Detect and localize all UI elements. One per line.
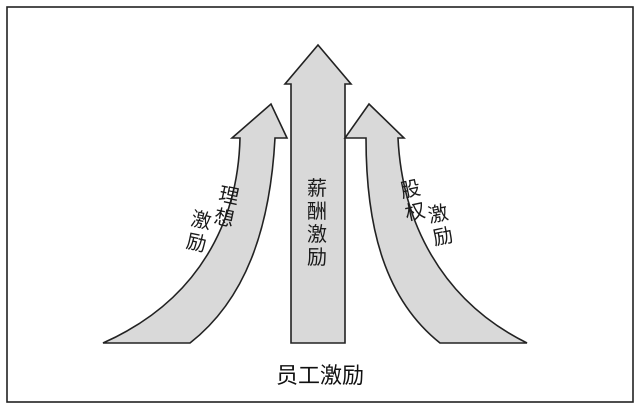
diagram-caption: 员工激励 (276, 364, 364, 389)
label-char: 激 (426, 200, 451, 228)
center-arrow (283, 43, 353, 344)
right-arrow-label-col1: 股权 (398, 175, 427, 225)
label-char: 激 (189, 206, 214, 234)
left-arrow-label-col1: 理想 (212, 181, 241, 231)
label-char: 薪 (307, 176, 327, 200)
right-arrow (343, 102, 528, 344)
left-arrow-label-col2: 激励 (184, 206, 213, 256)
center-arrow-label: 薪酬激励 (307, 176, 327, 269)
left-arrow-label-group: 理想 激励 (184, 181, 241, 256)
left-arrow (102, 102, 289, 344)
label-char: 理 (217, 181, 242, 209)
label-char: 励 (431, 223, 456, 251)
right-arrow-label-group: 股权 激励 (398, 175, 455, 250)
label-char: 股 (398, 175, 423, 203)
label-char: 酬 (307, 199, 327, 223)
right-arrow-label-col2: 激励 (426, 200, 455, 250)
label-char: 激 (307, 222, 327, 246)
label-char: 想 (212, 204, 237, 232)
label-char: 励 (307, 245, 327, 269)
label-char: 励 (184, 229, 209, 257)
label-char: 权 (403, 198, 428, 226)
